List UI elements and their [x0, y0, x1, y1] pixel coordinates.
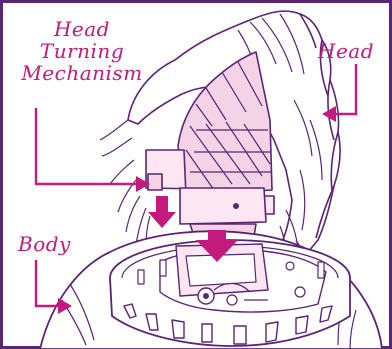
body-leader-arrow	[36, 260, 60, 306]
label-line-2: Turning	[2, 40, 162, 62]
body-label: Body	[18, 233, 71, 255]
label-line-3: Mechanism	[2, 62, 162, 84]
head-label: Head	[318, 40, 374, 62]
down-arrow-icon	[148, 196, 176, 228]
mechanism-leader-arrow	[36, 108, 138, 184]
label-line-1: Head	[2, 18, 162, 40]
head-turning-mechanism-label: Head Turning Mechanism	[2, 18, 162, 84]
